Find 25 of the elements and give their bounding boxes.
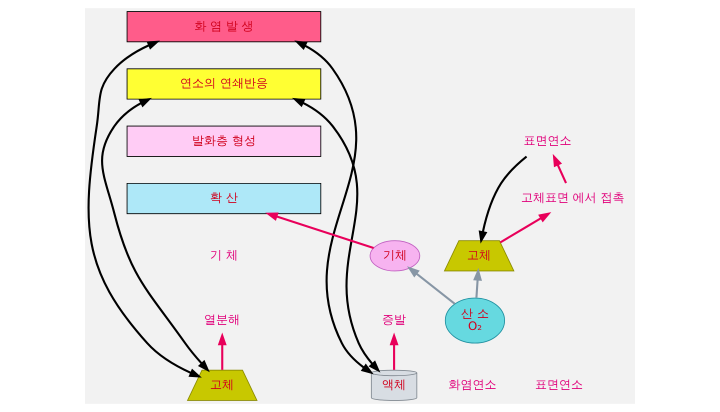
- arrow: [265, 212, 374, 250]
- node-ellipse: 산 소 O₂: [444, 298, 506, 344]
- arrow: [407, 266, 456, 305]
- node-box: 화 염 발 생: [126, 11, 322, 42]
- node-text: 기 체: [210, 248, 238, 262]
- arrow: [101, 98, 210, 372]
- arrow: [294, 40, 374, 374]
- label: 표면연소: [535, 377, 584, 392]
- arrow: [292, 98, 380, 373]
- arrow: [500, 212, 552, 244]
- arrow: [478, 156, 528, 244]
- arrow: [390, 332, 399, 370]
- node-text: 열분해: [204, 312, 240, 327]
- node-text: 표면연소: [523, 133, 572, 148]
- node-ellipse: 기체: [370, 240, 420, 272]
- arrow: [473, 268, 482, 298]
- node-text: 고체표면 에서 접촉: [520, 190, 624, 205]
- label: 화염연소: [448, 377, 496, 392]
- node-box: 확 산: [126, 182, 322, 214]
- arrow: [218, 332, 227, 370]
- arrow: [552, 154, 567, 184]
- node-box: 발화층 형성: [126, 126, 322, 157]
- node-box: 연소의 연쇄반응: [126, 68, 322, 100]
- node-text: 증발: [382, 312, 406, 327]
- arrow: [88, 40, 202, 378]
